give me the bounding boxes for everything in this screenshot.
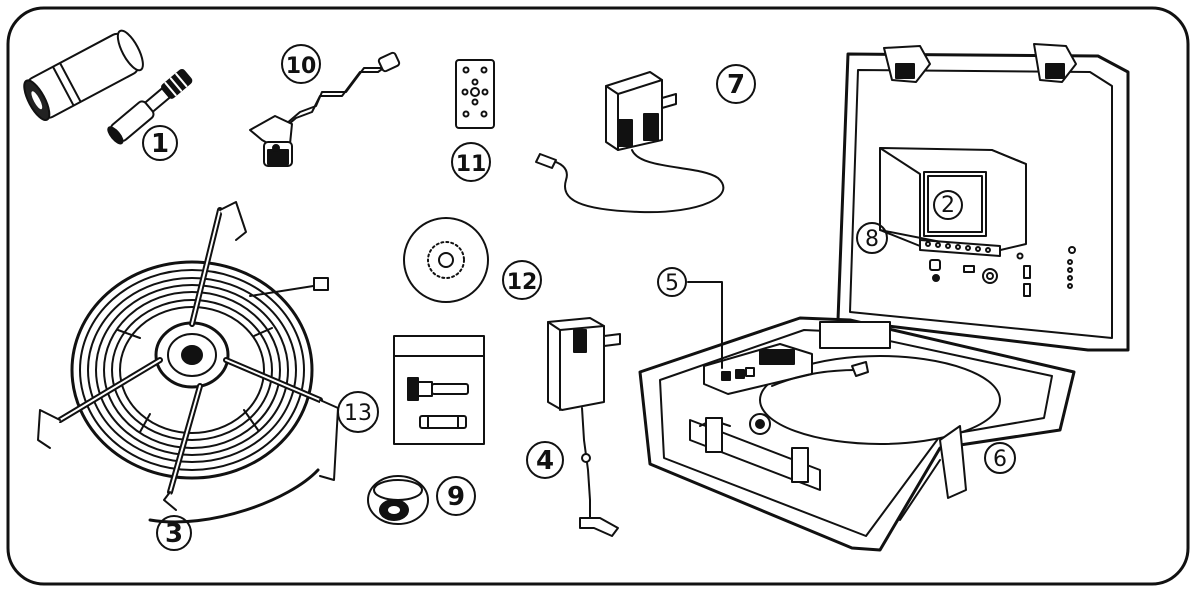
label-1: 1 (151, 129, 169, 159)
camera-head-part (23, 29, 193, 145)
label-3-circle (156, 515, 192, 551)
diagram-frame (6, 6, 1190, 586)
label-10: 10 (286, 54, 317, 79)
label-11: 11 (456, 152, 487, 177)
label-8: 8 (865, 227, 879, 252)
battery-charger-part (547, 317, 621, 537)
label-7-circle (716, 64, 756, 104)
label-6-circle (984, 442, 1016, 474)
label-13: 13 (344, 401, 372, 426)
cd-disc-part (403, 217, 489, 303)
label-9: 9 (447, 482, 465, 512)
label-4-circle (526, 441, 564, 479)
label-8-circle (856, 222, 888, 254)
remote-control-part (455, 59, 495, 129)
cable-reel-part (37, 201, 339, 524)
label-11-circle (451, 142, 491, 182)
carrying-case-part (638, 43, 1130, 552)
label-5-leader (687, 281, 723, 369)
label-6: 6 (993, 447, 1007, 472)
label-2: 2 (941, 193, 955, 218)
label-9-circle (436, 476, 476, 516)
adapter-cable-part (249, 51, 401, 167)
label-7: 7 (727, 70, 745, 100)
label-10-circle (281, 44, 321, 84)
label-4: 4 (536, 446, 554, 476)
label-5-circle (657, 267, 687, 297)
label-3: 3 (165, 519, 183, 549)
label-1-circle (142, 125, 178, 161)
label-5: 5 (665, 271, 679, 296)
fuse-bag-part (393, 335, 485, 445)
power-adapter-part (535, 71, 725, 214)
label-2-circle (933, 190, 963, 220)
label-12-circle (502, 260, 542, 300)
label-12: 12 (507, 270, 538, 295)
rubber-stopper-part (367, 475, 429, 525)
